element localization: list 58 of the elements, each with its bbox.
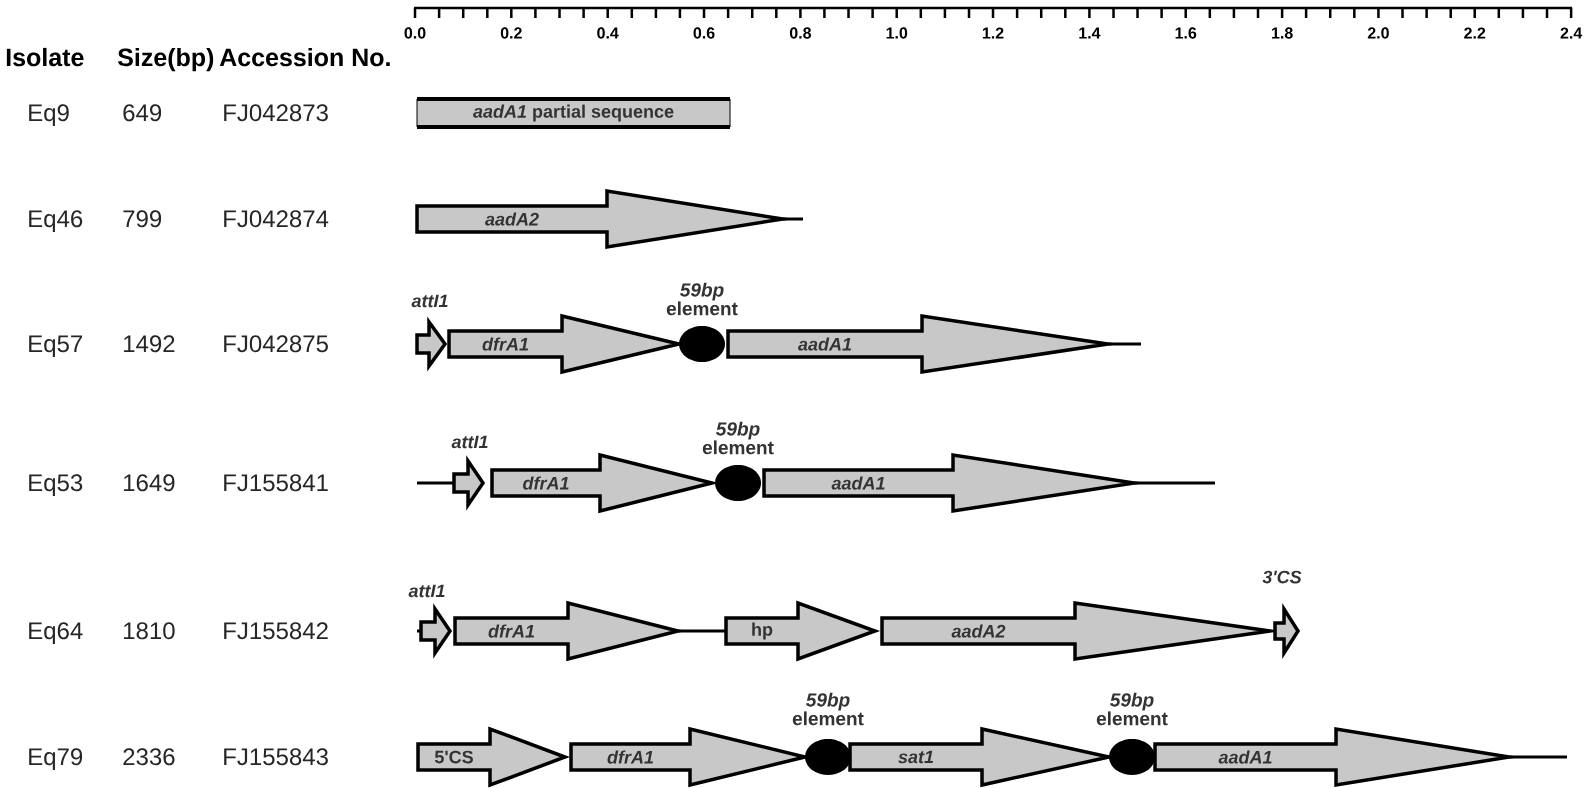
table-text: Eq57 bbox=[29, 335, 83, 357]
gene-block: aadA2 bbox=[415, 188, 795, 250]
table-text: Eq64 bbox=[29, 622, 83, 644]
gene-block: dfrA1 bbox=[453, 600, 686, 662]
dna-line bbox=[417, 629, 421, 633]
gene-block: aadA2 bbox=[880, 601, 1283, 662]
tick-label: 1.8 bbox=[1272, 27, 1293, 39]
tick-label: 0.8 bbox=[789, 27, 812, 39]
table-text: FJ042873 bbox=[224, 104, 328, 122]
tick-label: 0.6 bbox=[693, 27, 715, 39]
column-header: Accession No. bbox=[219, 47, 390, 67]
column-header: Isolate bbox=[6, 47, 84, 67]
gene-bar: aadA1 partial sequence bbox=[416, 97, 731, 129]
tick-label: 0.0 bbox=[404, 27, 426, 39]
element-label: 3'CS bbox=[1262, 570, 1302, 584]
table-text: FJ042875 bbox=[224, 335, 328, 353]
table-text: 1649 bbox=[124, 474, 175, 492]
element-label: 59bp element bbox=[792, 692, 864, 726]
element-label: 59bp element bbox=[666, 282, 738, 316]
dna-line bbox=[1509, 755, 1567, 759]
table-text: Eq79 bbox=[29, 748, 83, 770]
tick-label: 2.0 bbox=[1367, 27, 1389, 39]
element-label: 59bp element bbox=[1096, 692, 1168, 726]
dna-line bbox=[783, 217, 803, 221]
element-label: attI1 bbox=[451, 435, 488, 449]
dna-line bbox=[1108, 342, 1141, 346]
column-header: Size(bp) bbox=[117, 47, 214, 72]
tick-label: 1.0 bbox=[886, 27, 908, 39]
element-label: attI1 bbox=[411, 294, 448, 308]
tick-label: 0.2 bbox=[500, 27, 522, 39]
element-label: 59bp element bbox=[702, 421, 774, 455]
dna-line bbox=[1134, 481, 1215, 485]
tick-label: 2.4 bbox=[1560, 27, 1583, 39]
table-text: Eq46 bbox=[29, 210, 83, 232]
tick-label: 1.6 bbox=[1175, 27, 1197, 39]
tick-label: 1.4 bbox=[1079, 27, 1101, 39]
gene-block: aadA1 bbox=[1153, 726, 1520, 788]
gene-block: hp bbox=[724, 600, 881, 662]
table-text: 649 bbox=[123, 104, 162, 122]
table-text: FJ042874 bbox=[224, 210, 329, 228]
dna-line bbox=[678, 629, 726, 633]
table-text: Eq53 bbox=[29, 474, 83, 496]
table-text: 1810 bbox=[124, 622, 175, 640]
tick-label: 0.4 bbox=[597, 27, 619, 39]
table-text: 2336 bbox=[123, 748, 175, 766]
tick-label: 1.2 bbox=[982, 27, 1004, 39]
tick-label: 2.2 bbox=[1464, 27, 1486, 39]
dna-line bbox=[417, 481, 454, 485]
gene-block: 5'CS bbox=[416, 726, 570, 788]
table-text: FJ155843 bbox=[224, 748, 328, 766]
table-text: FJ155841 bbox=[224, 474, 328, 492]
table-text: 799 bbox=[123, 210, 162, 228]
element-label: attI1 bbox=[408, 584, 445, 598]
gene-block: sat1 bbox=[848, 726, 1118, 788]
table-text: Eq9 bbox=[29, 104, 69, 126]
gene-block: dfrA1 bbox=[569, 726, 813, 788]
table-text: 1492 bbox=[124, 335, 175, 353]
table-text: FJ155842 bbox=[224, 622, 328, 640]
